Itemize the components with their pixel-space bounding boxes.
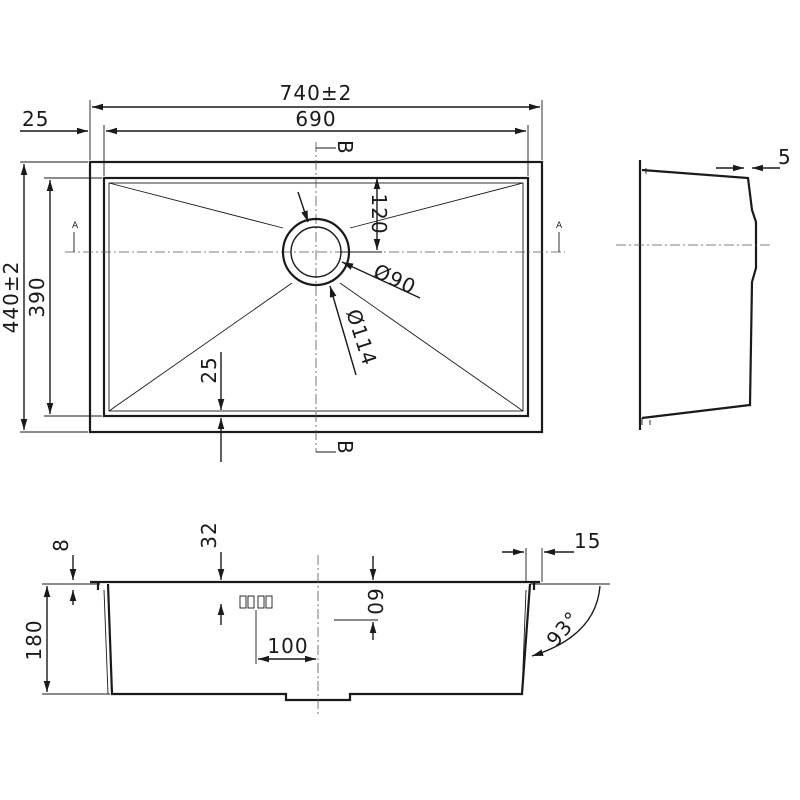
dim-wall-angle: 93°	[541, 606, 584, 651]
section-a-left: A	[72, 221, 79, 231]
top-view: A A B B 740±2 690 25 440±2 390	[0, 81, 565, 462]
side-profile	[641, 168, 758, 420]
section-b-top: B	[333, 140, 357, 155]
dim-flange: 25	[22, 107, 49, 131]
dim-overall-depth: 440±2	[0, 261, 23, 334]
dim-flange-thickness: 8	[49, 538, 73, 552]
leader-drain-outer	[329, 285, 357, 376]
dim-overflow-spacing: 100	[267, 634, 308, 658]
dim-lip: 5	[778, 145, 792, 169]
dim-rim: 15	[574, 529, 601, 553]
overflow-slot	[247, 595, 255, 609]
dim-inner-width: 690	[295, 107, 336, 131]
dim-drain-offset: 120	[367, 193, 391, 234]
overflow-slot	[257, 595, 265, 609]
dim-drain-inner: Ø90	[370, 259, 420, 299]
bowl-slope-lines	[108, 182, 524, 412]
section-b-bottom: B	[333, 440, 357, 455]
dim-overflow-offset: 32	[197, 521, 221, 548]
side-view: 5	[616, 145, 792, 430]
dim-overall-width: 740±2	[280, 81, 353, 105]
section-bowl-profile	[106, 583, 532, 702]
overflow-slots	[239, 595, 273, 609]
angle-arc	[531, 585, 601, 657]
section-view: 8 32 180 60 100 15 93°	[22, 521, 610, 715]
overflow-slot	[239, 595, 247, 609]
dim-corner-flange: 25	[197, 356, 221, 383]
dim-height: 180	[22, 619, 46, 660]
section-rim-ends	[96, 582, 536, 590]
section-a-right: A	[556, 221, 563, 231]
leader-drain-inner-top	[297, 191, 309, 223]
dim-overflow-height: 60	[363, 588, 387, 615]
leader-drain-inner	[341, 261, 421, 299]
section-wall-inner	[103, 589, 527, 695]
overflow-slot	[265, 595, 273, 609]
dim-inner-depth: 390	[25, 276, 49, 317]
side-detail	[641, 168, 651, 425]
dim-drain-outer: Ø114	[341, 306, 382, 369]
